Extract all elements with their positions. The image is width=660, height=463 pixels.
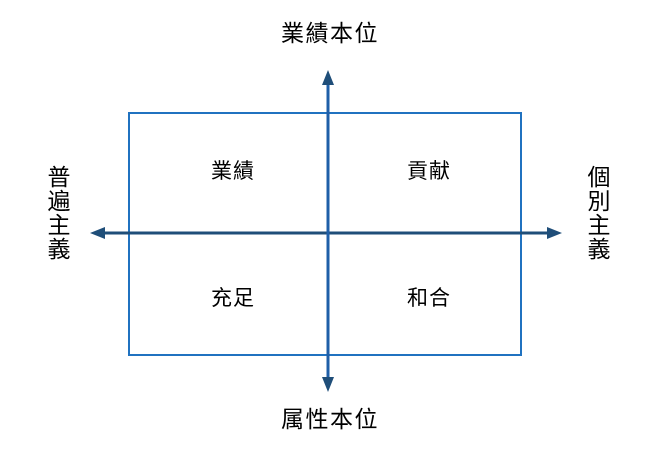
axis-label-top: 業績本位: [281, 20, 379, 46]
quadrant-label-top-left: 業績: [211, 160, 255, 183]
arrowhead-up-icon: [322, 70, 334, 85]
axis-label-bottom: 属性本位: [281, 406, 379, 432]
arrowhead-down-icon: [322, 377, 334, 392]
vertical-axis: [315, 68, 341, 394]
arrowhead-right-icon: [547, 227, 562, 239]
axis-label-left: 普遍主義: [44, 165, 70, 261]
quadrant-label-top-right: 貢献: [407, 160, 451, 183]
horizontal-axis: [88, 220, 564, 246]
axis-label-right: 個別主義: [584, 165, 610, 261]
quadrant-label-bottom-left: 充足: [211, 287, 255, 310]
arrowhead-left-icon: [90, 227, 105, 239]
quadrant-label-bottom-right: 和合: [407, 287, 451, 310]
